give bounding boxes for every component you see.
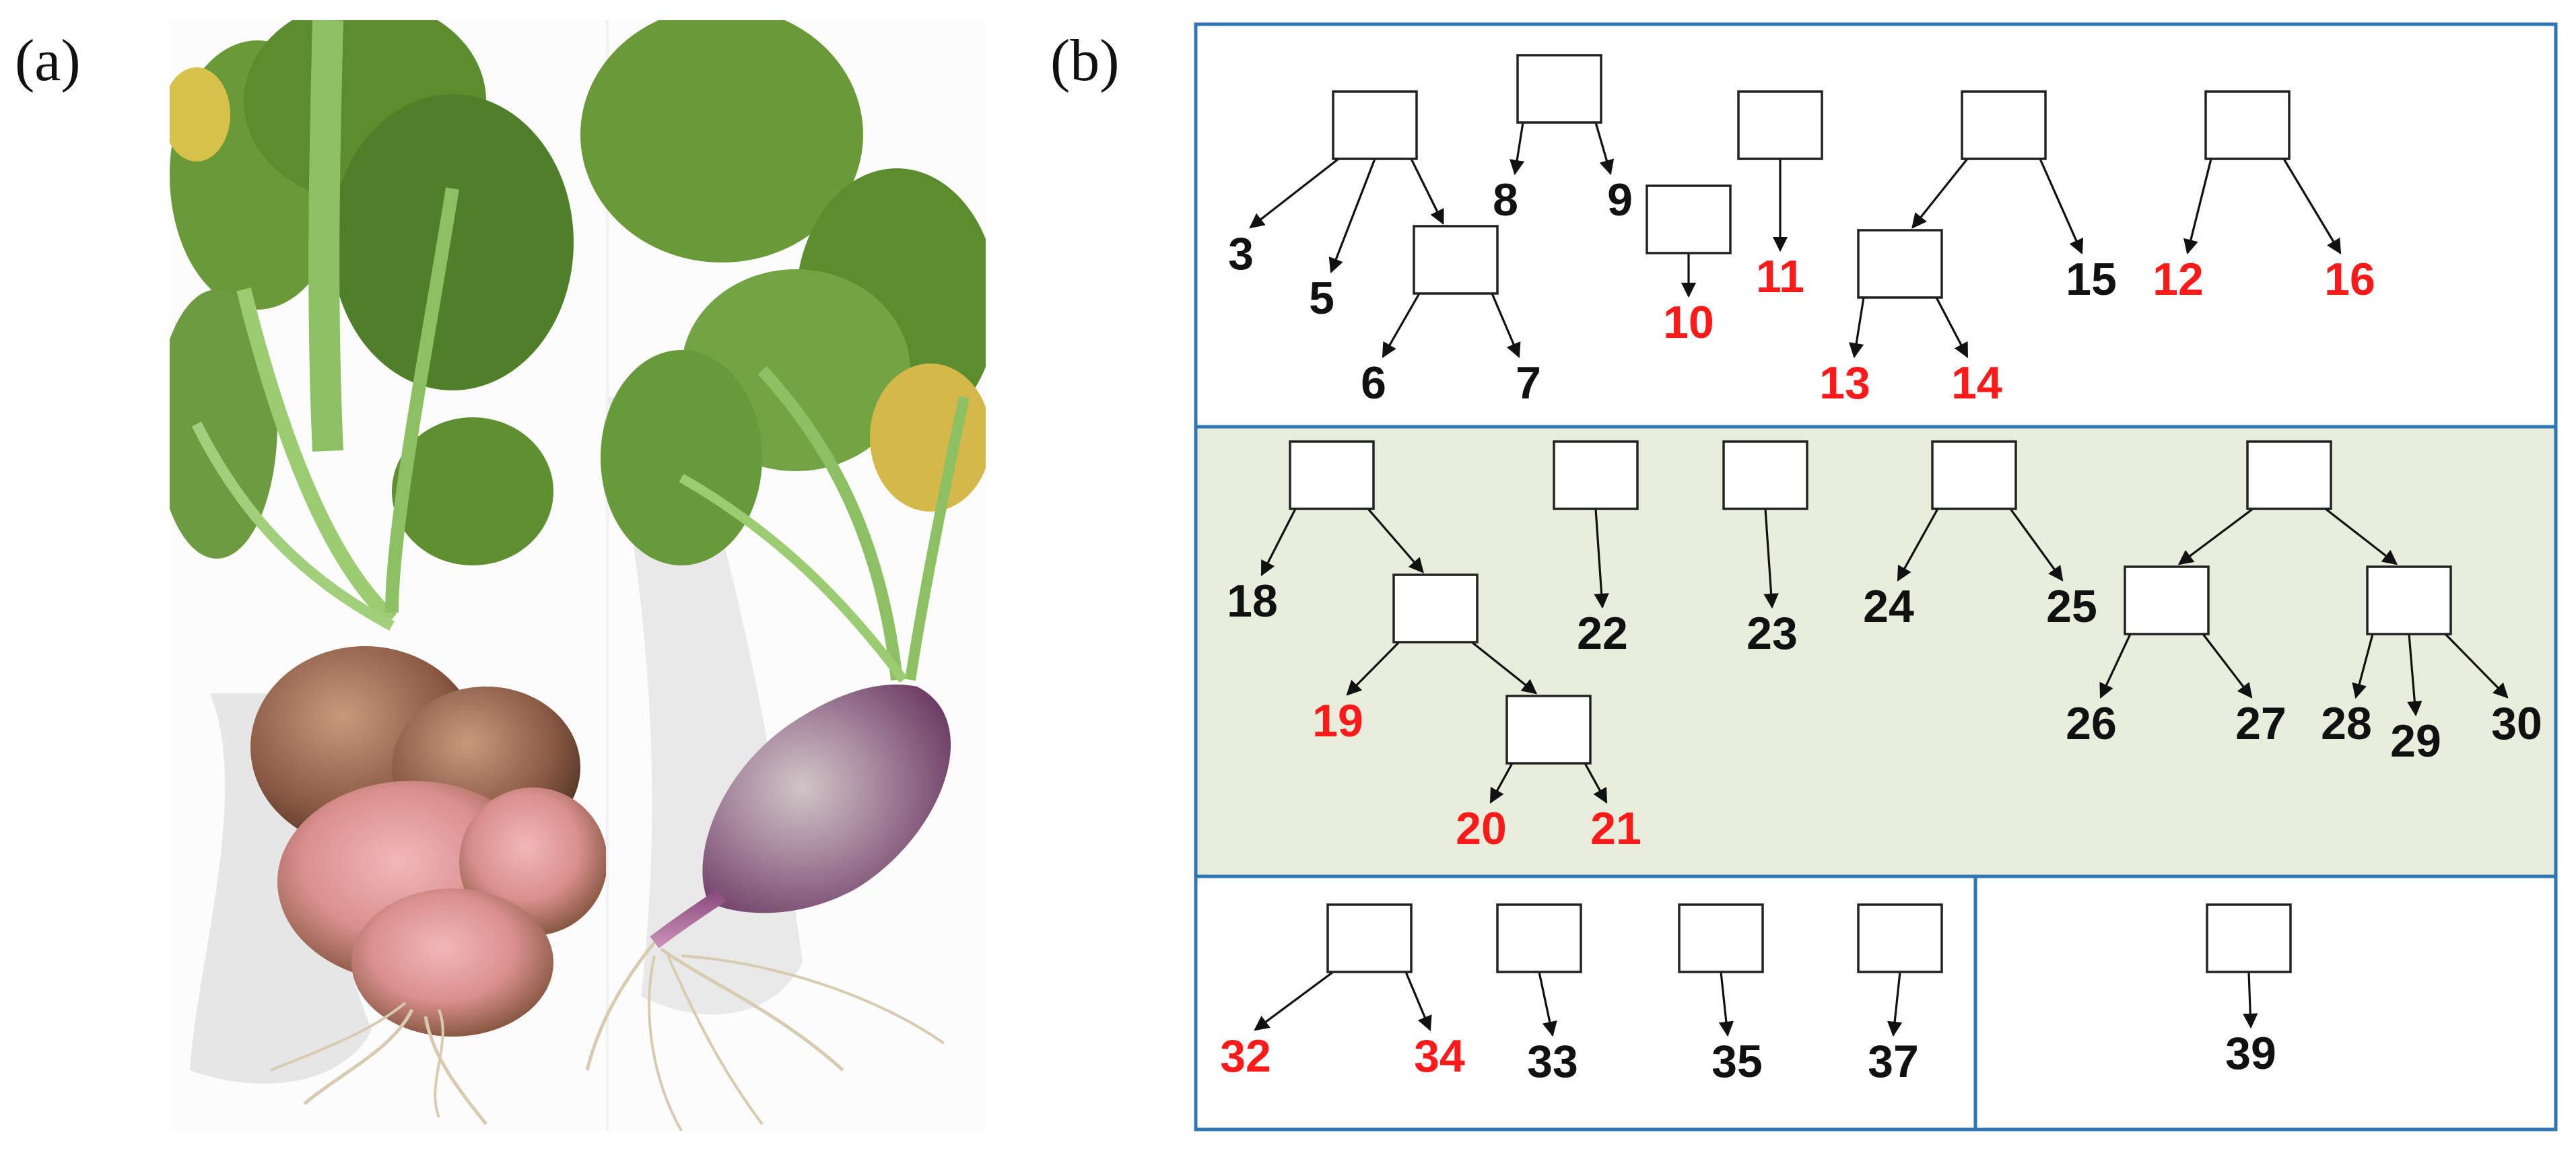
tree-node-box [1413,225,1499,295]
leaf-label: 13 [1819,357,1870,409]
leaf-label: 20 [1456,803,1507,854]
leaf-label: 6 [1361,357,1386,409]
tree-edge-arrow [1897,508,1939,582]
tree-edge-arrow [2352,633,2374,699]
tree-node-box [1392,573,1479,643]
tree-edge-arrow [1382,293,1421,358]
tree-edge-arrow [1887,971,1903,1037]
tree-edge-arrow [1491,293,1521,359]
section-bottom-left-frame [1194,874,1977,1131]
tree-edge-arrow [2177,508,2253,565]
section-top-frame [1194,22,2558,429]
leaf-label: 27 [2235,698,2286,749]
tree-edge-arrow [1538,971,1557,1037]
leaf-label: 22 [1577,608,1628,659]
tree-edge-arrow [1367,508,1424,573]
leaf-label: 18 [1227,576,1278,627]
leaf-label: 8 [1493,174,1518,225]
tree-node-box [1857,903,1943,973]
section-middle-frame [1194,425,2558,878]
tree-edge-arrow [1763,508,1779,609]
tree-edge-arrow [1254,971,1334,1031]
leaf-label: 14 [1951,357,2002,409]
leaf-label: 30 [2491,698,2542,749]
tree-node-box [1646,184,1732,254]
tree-node-box [1961,90,2047,160]
tree-edge-arrow [1935,297,1969,358]
leaf-label: 28 [2321,698,2372,749]
tree-edge-arrow [1260,508,1297,576]
tree-edge-arrow [1328,158,1376,274]
leaf-label: 35 [1711,1036,1763,1087]
turnip-photo-icon [170,20,986,1131]
leaf-label: 16 [2324,254,2375,305]
tree-edge-arrow [1404,971,1432,1032]
tree-node-box [2204,90,2291,160]
leaf-label: 37 [1868,1036,1919,1087]
tree-node-box [1553,440,1639,510]
tree-edge-arrow [2039,158,2084,255]
tree-edge-arrow [2325,508,2398,565]
tree-edge-arrow [1718,971,1734,1037]
tree-edge-arrow [2202,633,2253,699]
tree-node-box [1505,695,1592,765]
tree-node-box [1496,903,1582,973]
tree-edge-arrow [2009,508,2064,582]
tree-node-box [1516,54,1602,124]
leaf-label: 24 [1863,581,1914,632]
leaf-label: 23 [1747,608,1798,659]
leaf-label: 19 [1312,695,1363,746]
leaf-label: 32 [1220,1031,1271,1082]
tree-edge-arrow [2099,633,2132,699]
tree-node-box [1332,90,1418,160]
tree-edge-arrow [2444,633,2509,699]
leaf-label: 26 [2066,698,2117,749]
tree-node-box [1678,903,1764,973]
leaf-label: 7 [1516,357,1541,409]
tree-edge-arrow [2407,633,2422,717]
tree-edge-arrow [1489,763,1514,804]
tree-edge-arrow [1471,641,1538,695]
tree-edge-arrow [1594,508,1609,609]
tree-edge-arrow [2282,158,2342,254]
tree-edge-arrow [1346,641,1400,696]
tree-node-box [1857,229,1943,299]
tree-node-box [2366,565,2452,635]
leaf-label: 15 [2066,254,2117,305]
leaf-label: 5 [1309,273,1334,324]
leaf-label: 9 [1607,174,1633,225]
leaf-label: 12 [2153,254,2204,305]
tree-edge-arrow [1510,122,1525,176]
tree-node-box [1289,440,1375,510]
tree-node-box [2206,903,2292,973]
tree-node-box [1931,440,2017,510]
panel-a-label: (a) [15,28,81,94]
tree-edge-arrow [1849,297,1865,359]
tree-edge-arrow [1594,122,1615,176]
tree-edge-arrow [2243,971,2258,1029]
tree-node-box [1326,903,1413,973]
leaf-label: 29 [2390,716,2441,767]
tree-edge-arrow [2183,158,2212,255]
leaf-label: 25 [2046,581,2097,632]
tree-edge-arrow [1249,158,1339,229]
panel-b-label: (b) [1050,28,1120,94]
leaf-label: 34 [1414,1031,1465,1082]
leaf-label: 39 [2225,1028,2276,1079]
tree-node-box [2124,565,2210,635]
leaf-label: 3 [1228,228,1254,279]
tree-node-box [2246,440,2332,510]
leaf-label: 33 [1527,1036,1578,1087]
tree-edge-arrow [1911,158,1969,229]
leaf-label: 10 [1663,297,1714,348]
leaf-label: 21 [1590,803,1641,854]
tree-node-box [1737,90,1823,160]
leaf-label: 11 [1756,251,1804,302]
tree-edge-arrow [1584,763,1608,804]
tree-edge-arrow [1410,158,1444,225]
tree-node-box [1722,440,1808,510]
